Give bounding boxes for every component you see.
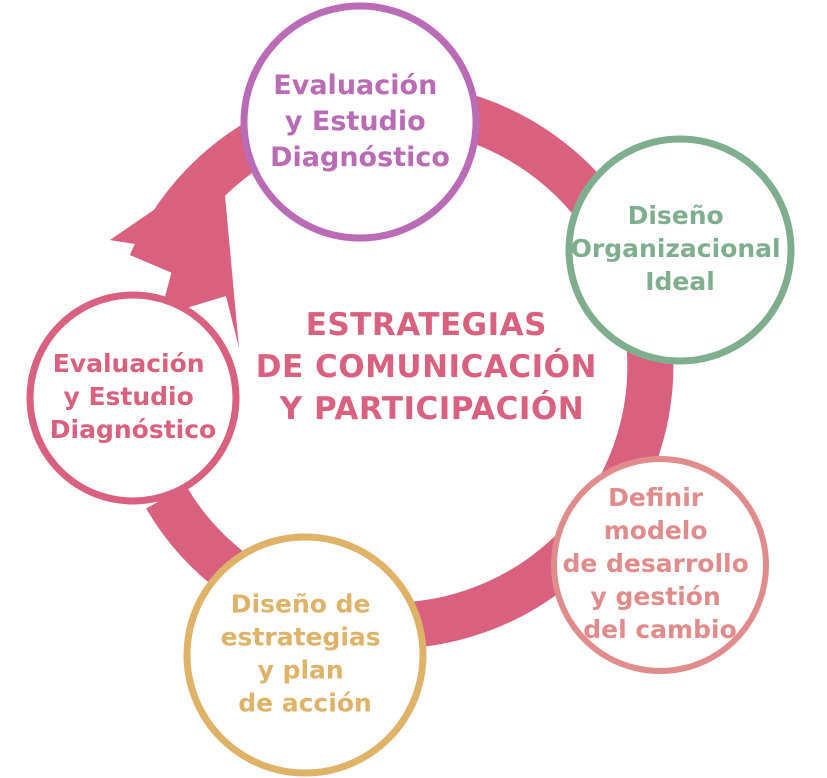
node-definir-modelo[interactable]: Definir modelo de desarrollo y gestión d… <box>551 456 769 674</box>
node-ring[interactable] <box>26 291 240 505</box>
node-backdrop <box>30 295 236 501</box>
center-title: ESTRATEGIAS DE COMUNICACIÓN Y PARTICIPAC… <box>256 307 608 427</box>
node-ring[interactable] <box>240 2 480 242</box>
node-diseno-estrategias[interactable]: Diseño de estrategias y plan de acción <box>183 533 427 777</box>
node-evaluacion-top[interactable]: Evaluación y Estudio Diagnóstico <box>240 2 480 242</box>
node-ring[interactable] <box>551 456 769 674</box>
node-label: Evaluación y Estudio Diagnóstico <box>270 70 450 173</box>
node-backdrop <box>187 537 423 773</box>
node-label: Evaluación y Estudio Diagnóstico <box>50 349 216 444</box>
node-label: Diseño Organizacional Ideal <box>571 201 790 296</box>
node-backdrop <box>569 139 791 361</box>
node-backdrop <box>244 6 476 238</box>
node-ring[interactable] <box>183 533 427 777</box>
node-diseno-organizacional[interactable]: Diseño Organizacional Ideal <box>565 135 795 365</box>
node-ring[interactable] <box>565 135 795 365</box>
node-backdrops <box>30 6 791 773</box>
arrow-head <box>110 163 239 348</box>
node-label: Diseño de estrategias y plan de acción <box>221 590 390 718</box>
node-label: Definir modelo de desarrollo y gestión d… <box>562 483 757 644</box>
node-backdrop <box>554 459 766 671</box>
node-evaluacion-left[interactable]: Evaluación y Estudio Diagnóstico <box>26 291 240 505</box>
